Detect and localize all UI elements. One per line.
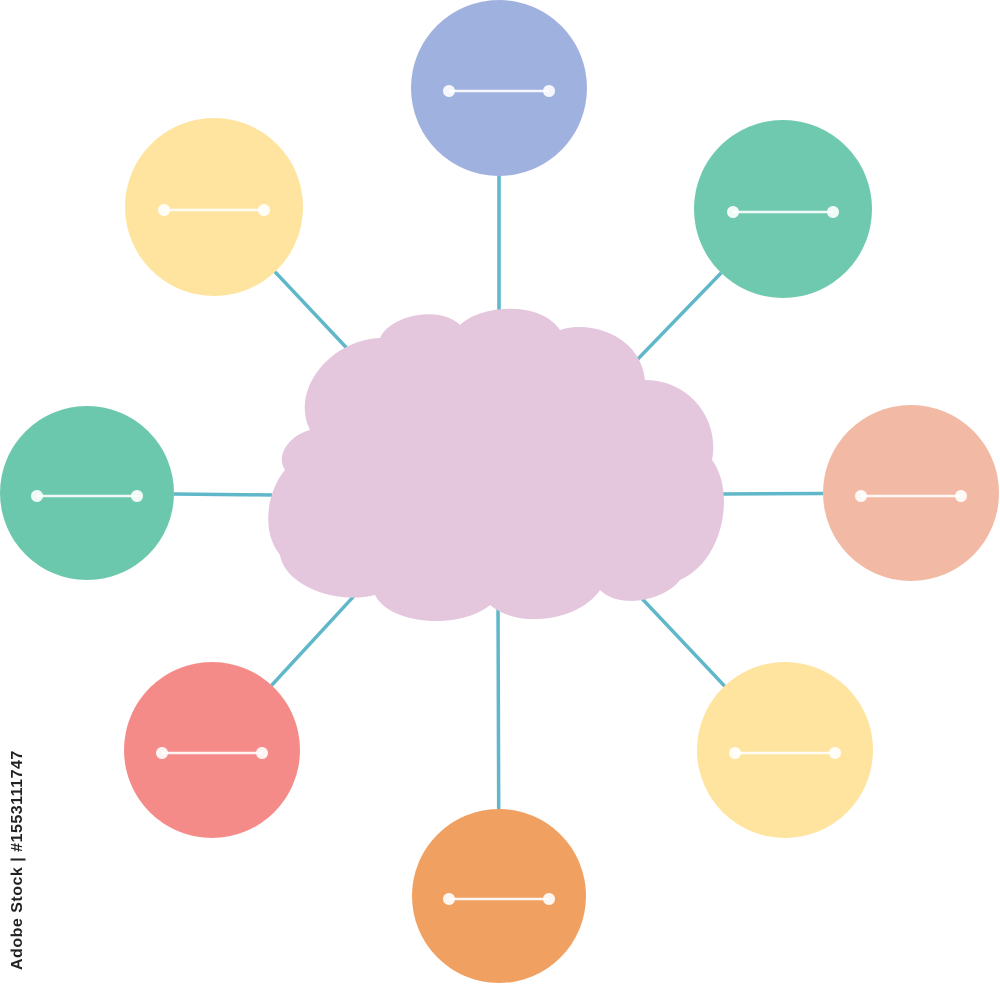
placeholder-dot-left xyxy=(156,747,168,759)
node-bottom-left xyxy=(124,662,300,838)
placeholder-dot-right xyxy=(829,747,841,759)
node-top-right xyxy=(694,120,872,298)
placeholder-dot-left xyxy=(158,204,170,216)
central-cloud xyxy=(268,308,724,622)
placeholder-dot-left xyxy=(855,490,867,502)
node-circle-top-right xyxy=(694,120,872,298)
placeholder-dot-right xyxy=(256,747,268,759)
connector-line-left xyxy=(173,492,273,497)
placeholder-dot-right xyxy=(543,85,555,97)
connector-line-top-right xyxy=(632,271,723,365)
node-circle-top xyxy=(411,0,587,176)
placeholder-dot-right xyxy=(827,206,839,218)
stock-id-label: Adobe Stock | #1553111747 xyxy=(9,750,26,970)
node-circle-right xyxy=(823,405,999,581)
node-bottom-right xyxy=(697,662,873,838)
node-circle-bottom xyxy=(412,809,586,983)
placeholder-dot-right xyxy=(131,490,143,502)
node-circle-bottom-right xyxy=(697,662,873,838)
node-top xyxy=(411,0,587,176)
connector-line-bottom-right xyxy=(630,586,726,688)
placeholder-dot-left xyxy=(729,747,741,759)
node-circle-bottom-left xyxy=(124,662,300,838)
placeholder-dot-left xyxy=(443,85,455,97)
connector-lines xyxy=(173,176,824,810)
node-circle-top-left xyxy=(125,118,303,296)
placeholder-dot-left xyxy=(443,893,455,905)
placeholder-dot-right xyxy=(543,893,555,905)
node-circle-left xyxy=(0,406,174,580)
node-bottom xyxy=(412,809,586,983)
connector-line-bottom-left xyxy=(270,594,356,687)
node-right xyxy=(823,405,999,581)
placeholder-dot-left xyxy=(727,206,739,218)
connector-line-bottom xyxy=(496,604,501,810)
connector-line-right xyxy=(721,491,824,496)
node-top-left xyxy=(125,118,303,296)
placeholder-dot-right xyxy=(258,204,270,216)
placeholder-dot-right xyxy=(955,490,967,502)
placeholder-dot-left xyxy=(31,490,43,502)
connector-line-top-left xyxy=(273,270,360,362)
node-left xyxy=(0,406,174,580)
